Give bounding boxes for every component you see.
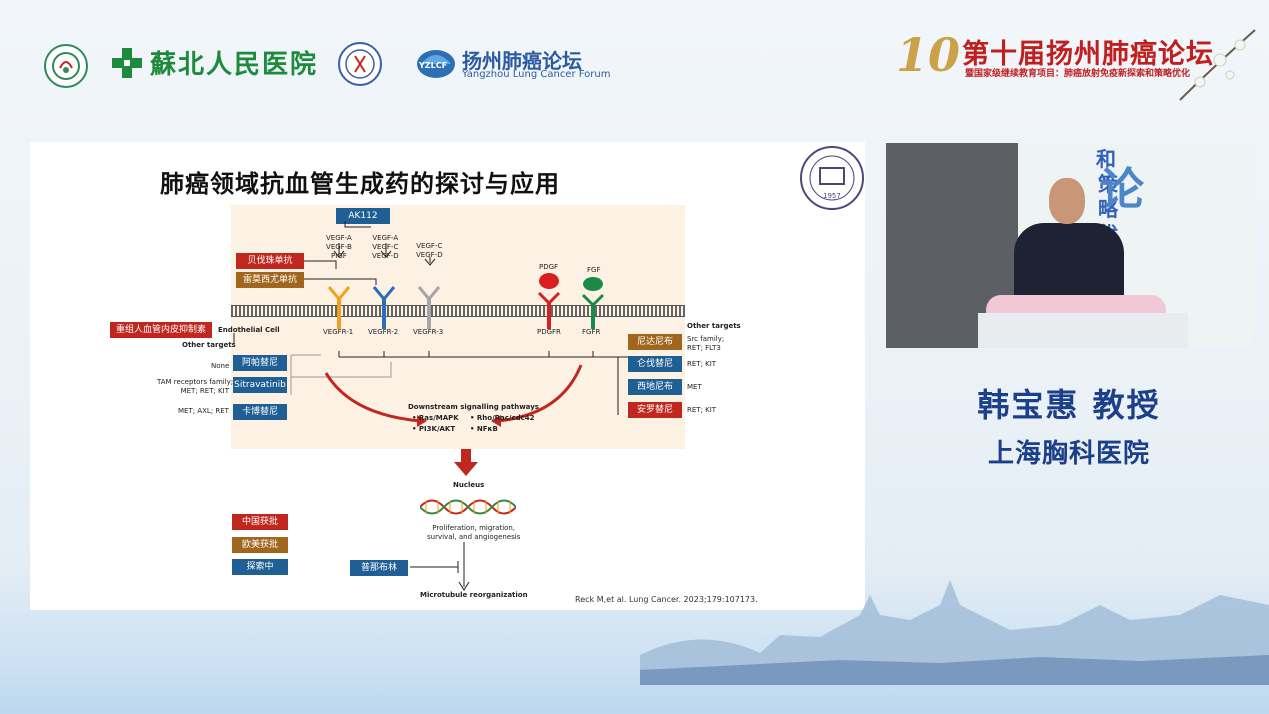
forum-badge-text: YZLCF xyxy=(419,61,448,70)
right-drug-nintedanib: 尼达尼布 xyxy=(628,334,682,350)
fgf-label: FGF xyxy=(587,266,601,274)
pathway-diagram xyxy=(233,221,631,427)
banner-char-2: 策 xyxy=(1098,172,1118,196)
podium xyxy=(978,313,1188,348)
endothelial-cell-label: Endothelial Cell xyxy=(218,326,280,334)
hospital-emblem-icon xyxy=(44,44,88,88)
forum-name-cn: 扬州肺癌论坛 xyxy=(462,49,582,73)
receptor-label-fgfr: FGFR xyxy=(582,328,601,336)
microtubule-label: Microtubule reorganization xyxy=(420,591,528,599)
forum-name-en: Yangzhou Lung Cancer Forum xyxy=(462,69,611,80)
chest-hospital-seal-icon: 1957 xyxy=(800,146,864,210)
right-drug-lenvatinib: 仑伐替尼 xyxy=(628,356,682,372)
university-emblem-icon xyxy=(338,42,382,86)
legend-china-approved: 中国获批 xyxy=(232,514,288,530)
left-drug-target-1: None xyxy=(211,362,230,370)
fgfr-receptor-icon xyxy=(581,277,605,329)
left-other-targets-label: Other targets xyxy=(182,341,236,349)
left-drug-cabozantinib: 卡博替尼 xyxy=(233,404,287,420)
forum-logo-icon: YZLCF xyxy=(415,44,457,80)
right-drug-target-3: MET xyxy=(687,383,702,391)
plinabulin-box: 普那布林 xyxy=(350,560,408,576)
receptor-label-vegfr3: VEGFR-3 xyxy=(413,328,444,336)
receptor-label-vegfr2: VEGFR-2 xyxy=(368,328,399,336)
seal-year: 1957 xyxy=(823,192,841,200)
ak112-box: AK112 xyxy=(336,208,390,224)
yangzhou-skyline-icon xyxy=(640,580,1269,685)
event-subtitle: 暨国家级继续教育项目：肺癌放射免疫新探索和策略优化 xyxy=(965,69,1191,79)
right-other-targets-label: Other targets xyxy=(687,322,741,330)
speaker-head xyxy=(1049,178,1085,224)
vegfr3-receptor-icon xyxy=(417,286,441,329)
right-drug-cediranib: 西地尼布 xyxy=(628,379,682,395)
right-drug-target-1: Src family; RET; FLT3 xyxy=(687,335,725,352)
speaker-name: 韩宝惠 教授 xyxy=(977,386,1161,424)
left-drug-target-3: MET; AXL; RET xyxy=(178,407,229,415)
legend-eu-us-approved: 欧美获批 xyxy=(232,537,288,553)
nucleus-label: Nucleus xyxy=(453,481,485,489)
cell-membrane xyxy=(231,305,685,317)
plinabulin-inhibition-lines xyxy=(410,542,470,591)
downstream-item-3: • PI3K/AKT xyxy=(412,425,456,433)
right-drug-target-2: RET; KIT xyxy=(687,360,717,368)
receptor-label-vegfr1: VEGFR-1 xyxy=(323,328,354,336)
event-number: 10 xyxy=(896,28,961,82)
receptor-label-pdgfr: PDGFR xyxy=(537,328,561,336)
vegfr2-receptor-icon xyxy=(372,286,396,329)
right-drug-anlotinib: 安罗替尼 xyxy=(628,402,682,418)
banner-char-1: 和 xyxy=(1096,147,1116,171)
vegfr1-receptor-icon xyxy=(327,286,351,329)
dna-helix-icon xyxy=(420,499,516,515)
legend-exploratory: 探索中 xyxy=(232,559,288,575)
left-drug-sitravatinib: Sitravatinib xyxy=(233,377,287,393)
downstream-item-4: • NFκB xyxy=(470,425,498,433)
banner-char-3: 略 xyxy=(1098,197,1118,221)
banner-char-big-1: 论 xyxy=(1100,164,1144,215)
pdgf-label: PDGF xyxy=(539,263,559,271)
ramucirumab-box: 雷莫西尤单抗 xyxy=(236,272,304,288)
bevacizumab-box: 贝伐珠单抗 xyxy=(236,253,304,269)
downstream-item-2: • Rho/Rac/cdc42 xyxy=(470,414,535,422)
slide-reference: Reck M,et al. Lung Cancer. 2023;179:1071… xyxy=(575,595,758,604)
presentation-slide: 肺癌领域抗血管生成药的探讨与应用 1957 AK112 VEGF-A VEGF-… xyxy=(30,142,865,610)
plum-blossom-icon xyxy=(1179,29,1256,101)
green-cross-icon xyxy=(112,48,142,78)
endostatin-box: 重组人血管内皮抑制素 xyxy=(110,322,212,338)
pdgfr-receptor-icon xyxy=(537,273,561,329)
left-drug-target-2: TAM receptors family; MET; RET; KIT xyxy=(157,378,234,395)
downstream-title: Downstream signalling pathways xyxy=(408,403,539,411)
proliferation-label: Proliferation, migration, survival, and … xyxy=(427,524,521,541)
hospital-name: 蘇北人民医院 xyxy=(150,50,319,80)
right-drug-target-4: RET; KIT xyxy=(687,406,717,414)
vegfr3-ligands: VEGF-C VEGF-D xyxy=(416,242,443,259)
speaker-affiliation: 上海胸科医院 xyxy=(987,439,1150,469)
event-title: 第十届扬州肺癌论坛 xyxy=(962,39,1214,70)
speaker-video: 和 策 略 优 化 论 xyxy=(886,143,1252,348)
slide-title: 肺癌领域抗血管生成药的探讨与应用 xyxy=(160,170,560,198)
down-arrow-icon xyxy=(454,449,478,476)
left-drug-apatinib: 阿帕替尼 xyxy=(233,355,287,371)
pathway-panel xyxy=(231,205,685,449)
downstream-item-1: • Ras/MAPK xyxy=(412,414,459,422)
